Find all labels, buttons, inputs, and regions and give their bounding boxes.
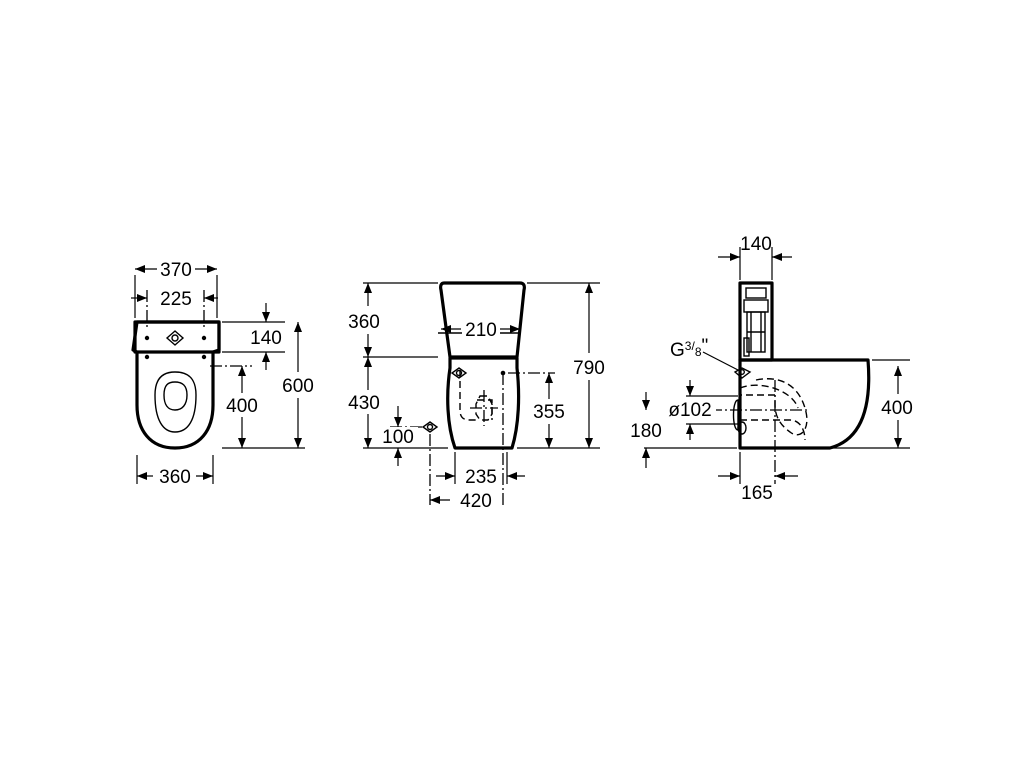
water-inlet-center-icon bbox=[739, 369, 746, 376]
arrow-up-icon bbox=[394, 448, 402, 458]
low-inlet-icon bbox=[421, 421, 439, 433]
side-view-cistern-outline bbox=[738, 281, 774, 362]
dim-overall-height: 790 bbox=[573, 358, 605, 379]
arrow-left-icon bbox=[775, 472, 785, 480]
arrow-right-icon bbox=[203, 472, 213, 480]
arrow-down-icon bbox=[642, 400, 650, 410]
dim-water-inlet-height: 355 bbox=[533, 402, 565, 423]
inlet-valve-icon bbox=[450, 367, 468, 379]
push-button-center-icon bbox=[171, 334, 179, 342]
arrow-up-icon bbox=[545, 373, 553, 383]
front-view: 360 210 430 355 790 100 bbox=[348, 281, 605, 512]
fixing-point-icon bbox=[144, 335, 150, 341]
arrow-down-icon bbox=[585, 438, 593, 448]
thread-size-label: G3/8" bbox=[670, 336, 708, 361]
dim-inlet-low-height: 100 bbox=[382, 427, 414, 448]
arrow-right-icon bbox=[207, 265, 217, 273]
arrow-left-icon bbox=[137, 472, 147, 480]
inlet-valve-center-icon bbox=[455, 369, 463, 377]
top-view-cistern-outline bbox=[133, 320, 221, 354]
dim-outlet-offset: 165 bbox=[741, 483, 773, 504]
arrow-up-icon bbox=[686, 424, 694, 434]
dim-fixing-spacing: 225 bbox=[160, 289, 192, 310]
top-view-seat-inner bbox=[163, 381, 188, 411]
water-inlet-icon bbox=[733, 367, 752, 379]
arrow-left-icon bbox=[430, 496, 440, 504]
arrow-down-icon bbox=[394, 417, 402, 427]
dim-bowl-height: 430 bbox=[348, 393, 380, 414]
dim-cistern-height: 360 bbox=[348, 312, 380, 333]
outlet-pipe-icon bbox=[732, 399, 739, 431]
arrow-left-icon bbox=[772, 253, 782, 261]
arrow-down-icon bbox=[894, 438, 902, 448]
label-background bbox=[462, 319, 500, 339]
arrow-right-icon bbox=[137, 294, 147, 302]
arrow-right-icon bbox=[730, 253, 740, 261]
fixing-point-icon bbox=[201, 335, 207, 341]
fill-valve-icon bbox=[743, 337, 750, 357]
dim-overall-width: 370 bbox=[160, 260, 192, 281]
fixing-point-icon bbox=[201, 354, 207, 360]
dim-bowl-width: 360 bbox=[159, 467, 191, 488]
arrow-down-icon bbox=[294, 438, 302, 448]
arrow-left-icon bbox=[507, 472, 517, 480]
arrow-right-icon bbox=[730, 472, 740, 480]
arrow-down-icon bbox=[686, 386, 694, 396]
arrow-up-icon bbox=[238, 366, 246, 376]
front-view-bowl-outline bbox=[446, 356, 521, 450]
arrow-up-icon bbox=[364, 283, 372, 293]
arrow-right-icon bbox=[510, 325, 520, 333]
arrow-up-icon bbox=[262, 352, 270, 362]
label-background bbox=[662, 400, 716, 419]
flush-mechanism-icon bbox=[743, 299, 769, 313]
dim-outlet-height: 180 bbox=[630, 421, 662, 442]
flush-mechanism-top bbox=[745, 287, 767, 299]
push-button-icon bbox=[165, 330, 185, 346]
dim-fixing-to-outlet: 400 bbox=[226, 396, 258, 417]
label-background bbox=[378, 427, 418, 446]
arrow-down-icon bbox=[238, 438, 246, 448]
low-inlet-center-icon bbox=[426, 423, 434, 431]
arrow-down-icon bbox=[545, 438, 553, 448]
arrow-right-icon bbox=[445, 472, 455, 480]
leader-line bbox=[702, 351, 739, 371]
outlet-cross-icon bbox=[475, 395, 493, 421]
dim-cistern-depth: 140 bbox=[250, 328, 282, 349]
arrow-down-icon bbox=[364, 438, 372, 448]
side-view: 140 G3/8" ø102 180 400 165 bbox=[630, 234, 913, 504]
arrow-down-icon bbox=[262, 312, 270, 322]
dim-inlet-offset: 420 bbox=[460, 491, 492, 512]
hidden-pipe-line bbox=[459, 370, 476, 421]
arrow-up-icon bbox=[894, 366, 902, 376]
hidden-trap-line bbox=[739, 384, 799, 409]
arrow-down-icon bbox=[364, 347, 372, 357]
dim-bowl-height: 400 bbox=[881, 398, 913, 419]
dim-cistern-inner: 210 bbox=[465, 320, 497, 341]
dim-base-width: 235 bbox=[465, 467, 497, 488]
arrow-left-icon bbox=[204, 294, 214, 302]
top-view: 370 225 140 400 600 360 bbox=[131, 260, 314, 488]
outlet-opening-icon bbox=[737, 421, 747, 435]
hidden-trap-line bbox=[755, 378, 808, 436]
dim-cistern-depth: 140 bbox=[740, 234, 772, 255]
fixing-point-icon bbox=[144, 354, 150, 360]
top-view-seat-opening bbox=[154, 371, 197, 433]
arrow-up-icon bbox=[642, 448, 650, 458]
dim-outlet-diameter: ø102 bbox=[668, 400, 711, 421]
arrow-left-icon bbox=[441, 325, 451, 333]
arrow-up-icon bbox=[294, 322, 302, 332]
hidden-pipe-line bbox=[740, 419, 806, 441]
arrow-up-icon bbox=[585, 283, 593, 293]
top-view-bowl-outline bbox=[131, 320, 221, 450]
arrow-left-icon bbox=[135, 265, 145, 273]
arrow-up-icon bbox=[364, 357, 372, 367]
dim-overall-length: 600 bbox=[282, 376, 314, 397]
